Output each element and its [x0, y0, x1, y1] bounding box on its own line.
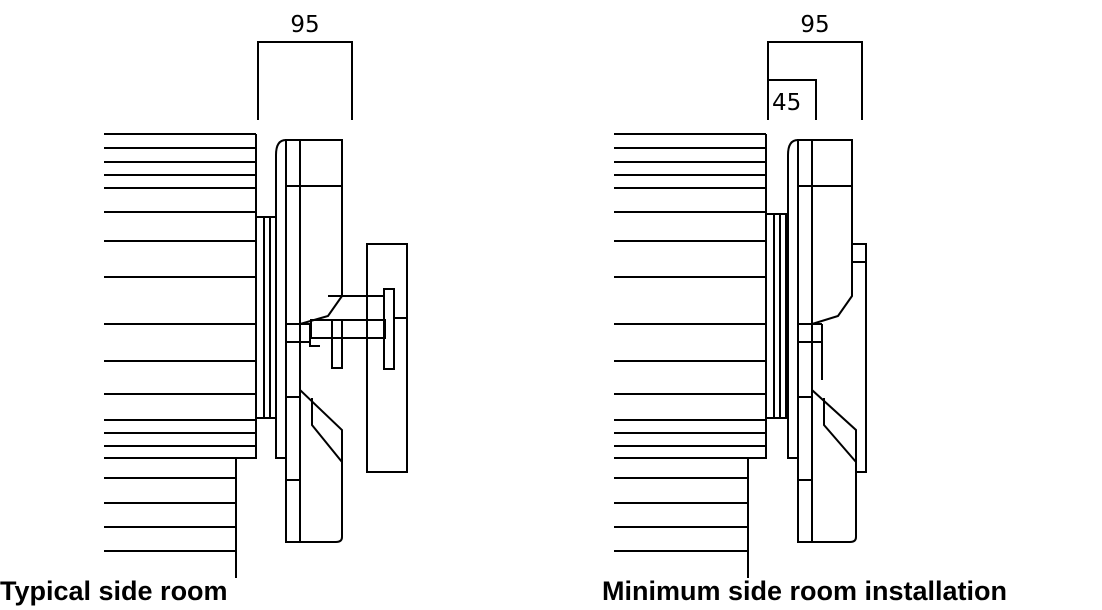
- side-plate: [852, 243, 867, 473]
- roller-housing: [787, 138, 857, 543]
- overall-dimension-label: 95: [290, 12, 319, 38]
- minimum-side-room-diagram: 95 45: [602, 12, 1007, 606]
- bracket-arm: [310, 288, 408, 370]
- side-box: [366, 243, 408, 473]
- roller-housing: [275, 138, 343, 543]
- overall-dimension-bracket: 95: [257, 12, 353, 120]
- wall-edge: [748, 134, 767, 459]
- inner-dimension-bracket: 45: [768, 79, 817, 120]
- mounting-strips: [765, 213, 787, 419]
- wall-slats: [104, 133, 256, 578]
- mounting-strips: [255, 216, 277, 419]
- wall-edge: [236, 134, 257, 459]
- caption: Minimum side room installation: [602, 576, 1007, 606]
- wall-slats: [614, 133, 766, 578]
- overall-dimension-label: 95: [800, 12, 829, 38]
- overall-dimension-bracket: 95: [767, 12, 863, 120]
- typical-side-room-diagram: 95: [0, 12, 408, 606]
- inner-dimension-label: 45: [772, 90, 801, 116]
- caption: Typical side room: [0, 576, 228, 606]
